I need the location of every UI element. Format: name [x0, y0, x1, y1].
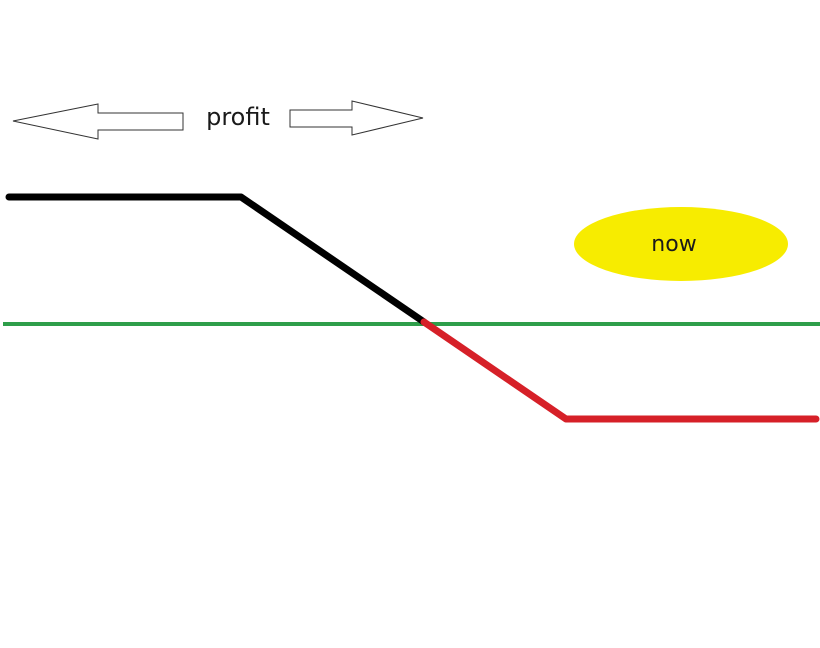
now-ellipse — [574, 207, 788, 281]
left-arrow-icon — [12, 103, 184, 140]
loss-segment — [420, 318, 820, 423]
now-label: now — [651, 232, 696, 257]
right-arrow-icon — [289, 100, 424, 136]
profit-segment — [5, 193, 428, 326]
now-badge: now — [574, 207, 788, 281]
profit-label: profit — [206, 103, 270, 131]
